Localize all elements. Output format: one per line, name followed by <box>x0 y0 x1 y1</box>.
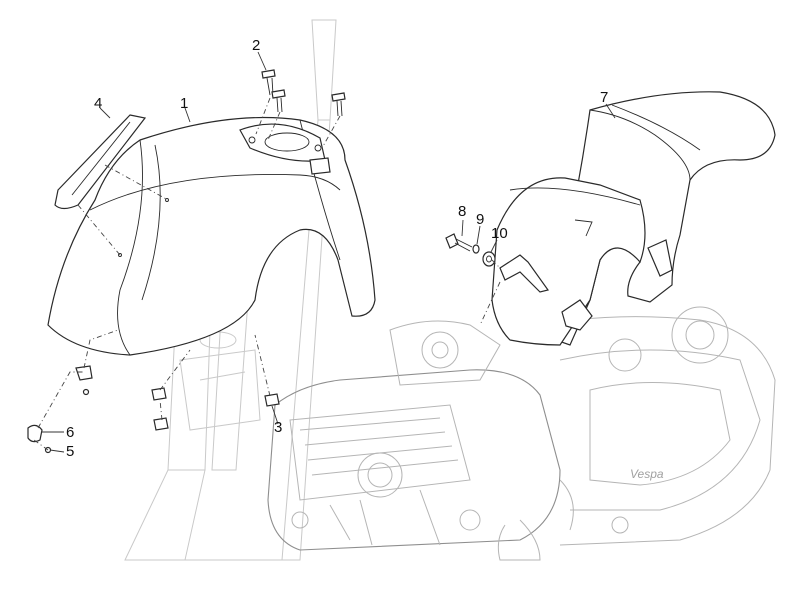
callout-3: 3 <box>274 419 282 436</box>
assembly-lines <box>33 97 501 451</box>
callout-labels: 2 1 4 3 6 5 7 8 9 10 <box>66 37 608 460</box>
front-mudguard <box>47 116 376 356</box>
callout-7: 7 <box>600 89 608 106</box>
callout-4: 4 <box>94 95 102 112</box>
rear-mudguard <box>491 91 776 346</box>
engine-background: Vespa <box>267 306 776 561</box>
callout-5: 5 <box>66 443 74 460</box>
mudguard-trim <box>54 114 147 210</box>
engine-badge-text: Vespa <box>630 467 664 481</box>
clips-and-fasteners <box>27 365 280 454</box>
callout-9: 9 <box>476 211 484 228</box>
callout-10: 10 <box>491 225 508 242</box>
screw-set <box>261 69 346 117</box>
callout-8: 8 <box>458 203 466 220</box>
bolt-washer-spacer <box>445 233 496 267</box>
leader-lines <box>42 51 616 453</box>
callout-1: 1 <box>180 95 188 112</box>
callout-2: 2 <box>252 37 260 54</box>
callout-6: 6 <box>66 424 74 441</box>
